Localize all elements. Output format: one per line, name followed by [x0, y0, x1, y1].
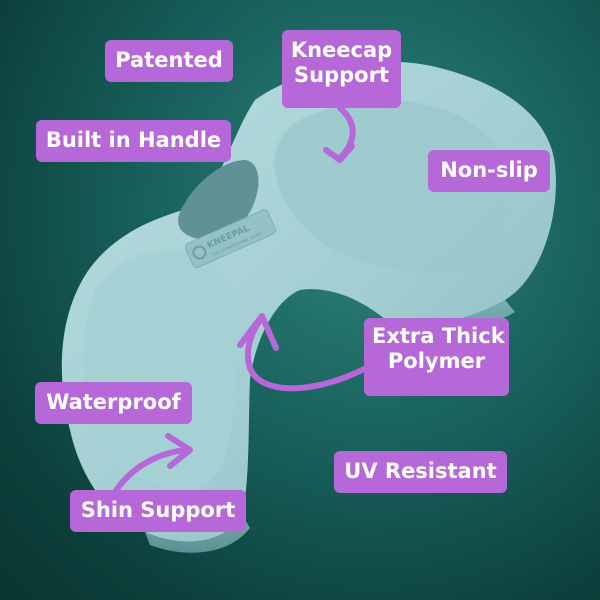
extra-thick-polymer-label: Extra Thick Polymer	[364, 318, 509, 396]
shin-cup	[83, 249, 238, 490]
pad-side-wall	[145, 515, 250, 553]
patented-label: Patented	[105, 40, 233, 82]
kneecap-arrow-head	[323, 143, 355, 163]
shin-arrow	[112, 447, 191, 495]
kneecap-cup	[274, 100, 510, 274]
polymer-arrow	[244, 315, 369, 392]
non-slip-label: Non-slip	[428, 150, 550, 192]
kneecap-support-label: Kneecap Support	[282, 30, 401, 108]
uv-resistant-label: UV Resistant	[334, 451, 507, 493]
shin-support-label: Shin Support	[70, 490, 246, 532]
handle-slot	[178, 160, 259, 239]
shin-arrow-head	[165, 433, 193, 469]
extra-thick-polymer-line-1: Extra Thick	[372, 324, 505, 348]
kneecap-support-line-2: Support	[294, 62, 389, 87]
kneepal-logo-icon	[192, 245, 207, 260]
built-in-handle-label: Built in Handle	[36, 120, 231, 162]
polymer-arrow-head	[237, 313, 279, 351]
extra-thick-polymer-line-2: Polymer	[387, 348, 486, 373]
waterproof-label: Waterproof	[35, 382, 192, 424]
kneecap-support-line-1: Kneecap	[290, 38, 393, 62]
